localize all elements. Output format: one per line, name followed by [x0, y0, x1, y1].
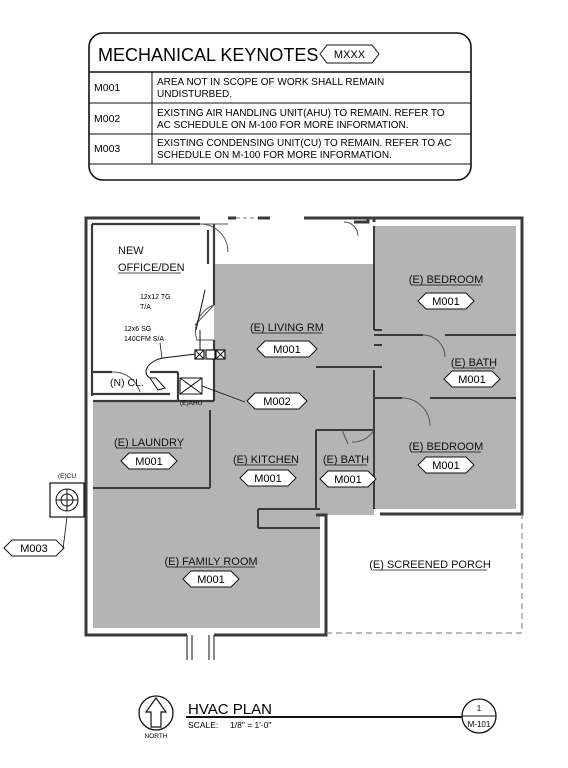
keynote-tag-kitchen: M001: [239, 469, 297, 487]
keynote-tag-ahu-callout: M002: [246, 392, 308, 410]
leader-line: [201, 385, 246, 403]
grille-note: T/A: [140, 304, 151, 311]
grille-note: 12x12 TG: [140, 294, 171, 301]
room-name-office: NEW: [118, 245, 144, 257]
keynote-tag-hexagon: [319, 44, 380, 64]
floor-plan: (E)AHU (E)CU 12x12 TG T/A 12x6 SG 140CFM…: [3, 216, 524, 660]
exterior-wall: [84, 216, 524, 516]
cu-label: (E)CU: [58, 473, 76, 480]
office-walls: [90, 222, 216, 403]
scale-value: 1/8" = 1'-0": [230, 720, 271, 730]
room-name-bedroom: (E) BEDROOM: [409, 274, 484, 286]
keynote-text-line: AREA NOT IN SCOPE OF WORK SHALL REMAIN: [157, 77, 384, 88]
keynote-tag-living: M001: [256, 340, 318, 358]
scale-label: SCALE:: [188, 720, 218, 730]
keynote-tag-bedroom1: M001: [417, 292, 475, 310]
keynote-tag-cu-callout: M003: [3, 539, 65, 557]
keynote-table: MECHANICAL KEYNOTES MXXX M001 AREA NOT I…: [88, 32, 472, 181]
grille-note: 140CFM S/A: [124, 336, 164, 343]
room-name-laundry: (E) LAUNDRY: [114, 437, 185, 449]
keynote-tag-label: M001: [254, 473, 282, 485]
north-arrow-icon: [138, 695, 174, 731]
keynote-text-line: EXISTING CONDENSING UNIT(CU) TO REMAIN. …: [157, 138, 451, 149]
keynote-table-frame: [88, 32, 472, 181]
detail-number: 1: [477, 704, 482, 713]
keynote-tag-hexagon: [3, 539, 65, 557]
keynote-tag-hexagon: [417, 456, 475, 474]
keynote-text-line: EXISTING AIR HANDLING UNIT(AHU) TO REMAI…: [157, 108, 445, 119]
room-name-office: OFFICE/DEN: [118, 262, 185, 274]
keynote-tag-label: M001: [273, 344, 301, 356]
keynote-text-line: AC SCHEDULE ON M-100 FOR MORE INFORMATIO…: [157, 120, 409, 131]
grille-note: 12x6 SG: [124, 326, 151, 333]
keynote-tag-label: M001: [432, 460, 460, 472]
plan-title: HVAC PLAN: [188, 701, 272, 718]
interior-walls: [93, 226, 516, 529]
keynote-tag-label: M001: [135, 456, 163, 468]
room-name-closet: (N) CL.: [110, 377, 144, 389]
keynote-tag-hexagon: [319, 470, 377, 488]
ahu-label: (E)AHU: [180, 400, 203, 407]
keynote-tag-label: M003: [20, 543, 48, 555]
north-label: NORTH: [145, 733, 168, 740]
room-name-kitchen: (E) KITCHEN: [233, 454, 299, 466]
office-entry-door: [199, 223, 229, 253]
sheet-number: M-101: [468, 720, 491, 729]
keynote-tag-label: M001: [197, 574, 225, 586]
keynote-tag-family: M001: [182, 570, 240, 588]
keynote-tag-hexagon: [256, 340, 318, 358]
keynote-tag-label: M001: [334, 474, 362, 486]
keynote-tag-laundry: M001: [120, 452, 178, 470]
keynote-tag-label: M002: [263, 396, 291, 408]
keynote-tag-bath2: M001: [319, 470, 377, 488]
porch-outline: [326, 514, 523, 634]
exterior-wall: [84, 401, 328, 637]
keynote-code: M002: [94, 113, 120, 125]
keynote-tag: MXXX: [334, 49, 366, 61]
keynote-tag-bath1: M001: [443, 370, 501, 388]
leader-line: [62, 516, 68, 550]
keynote-text-line: SCHEDULE ON M-100 FOR MORE INFORMATION.: [157, 150, 392, 161]
room-name-bedroom: (E) BEDROOM: [409, 441, 484, 453]
keynote-tag-bedroom2: M001: [417, 456, 475, 474]
closet-door: [111, 371, 141, 393]
room-name-bath: (E) BATH: [451, 357, 497, 369]
keynote-tag-hexagon: [246, 392, 308, 410]
title-block: NORTH HVAC PLAN SCALE: 1/8" = 1'-0" 1 M-…: [138, 695, 497, 740]
keynote-title: MECHANICAL KEYNOTES: [98, 45, 318, 65]
existing-area: [93, 226, 516, 628]
keynote-tag-label: M001: [458, 374, 486, 386]
keynote-tag-hexagon: [182, 570, 240, 588]
keynote-tag-label: M001: [432, 296, 460, 308]
keynote-tag-hexagon: [443, 370, 501, 388]
entry-double-door: [186, 635, 215, 660]
room-name-living: (E) LIVING RM: [250, 322, 324, 334]
keynote-tag-hexagon: [417, 292, 475, 310]
keynote-code: M001: [94, 82, 120, 94]
room-name-porch: (E) SCREENED PORCH: [369, 559, 491, 571]
keynote-text-line: UNDISTURBED.: [157, 89, 232, 100]
room-name-family: (E) FAMILY ROOM: [164, 556, 257, 568]
room-name-bath: (E) BATH: [323, 454, 369, 466]
keynote-code: M003: [94, 143, 120, 155]
keynote-tag-hexagon: [120, 452, 178, 470]
keynote-tag-hexagon: [239, 469, 297, 487]
